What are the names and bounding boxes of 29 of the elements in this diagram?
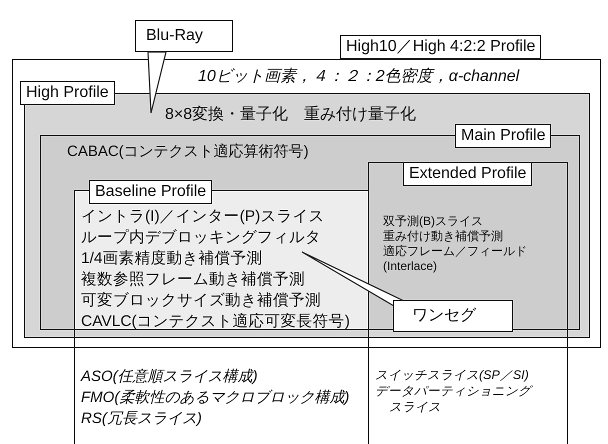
callout-pointer	[301, 251, 406, 307]
feature-text: RS(冗長スライス)	[81, 410, 202, 428]
feature-text: 複数参照フレーム動き補償予測	[81, 271, 305, 289]
feature-text: (Interlace)	[383, 258, 438, 275]
feature-text: スイッチスライス(SP／SI)	[375, 367, 529, 384]
feature-text: ASO(任意順スライス構成)	[81, 368, 258, 386]
feature-text: 可変ブロックサイズ動き補償予測	[81, 292, 321, 310]
profile-label: Extended Profile	[403, 162, 532, 186]
callout-box	[393, 300, 513, 332]
callout-text: ワンセグ	[412, 307, 476, 325]
profile-label: High10／High 4:2:2 Profile	[340, 35, 542, 59]
feature-text: CABAC(コンテクスト適応算術符号)	[67, 143, 309, 161]
profile-label: High Profile	[20, 81, 115, 105]
profile-label: Main Profile	[455, 124, 552, 148]
feature-text: 適応フレーム／フィールド	[383, 243, 527, 260]
feature-text: データパーティショニング	[375, 383, 531, 400]
feature-text: 重み付け動き補償予測	[383, 228, 503, 244]
feature-text: 8×8変換・量子化 重み付け量子化	[165, 106, 416, 124]
feature-text: ループ内デブロッキングフィルタ	[81, 229, 321, 247]
feature-text: FMO(柔軟性のあるマクロブロック構成)	[81, 389, 350, 407]
callout-text: Blu-Ray	[146, 27, 203, 45]
callout-pointer	[147, 51, 167, 114]
feature-text: CAVLC(コンテクスト適応可変長符号)	[81, 313, 350, 331]
feature-text: イントラ(I)／インター(P)スライス	[81, 208, 324, 226]
profile-label: Baseline Profile	[89, 180, 212, 204]
feature-text: スライス	[389, 399, 441, 416]
feature-text: 10ビット画素，４：２：2色密度，α-channel	[198, 68, 520, 86]
feature-text: 双予測(B)スライス	[383, 213, 483, 230]
feature-text: 1/4画素精度動き補償予測	[81, 250, 263, 268]
